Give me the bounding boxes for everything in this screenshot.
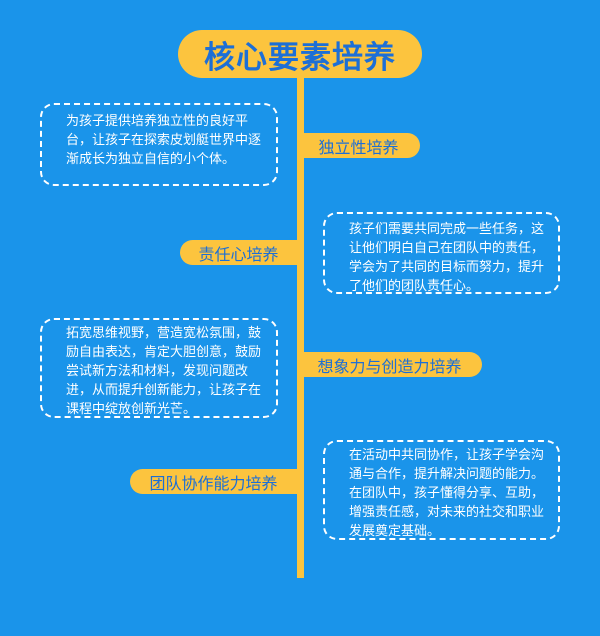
description-teamwork: 在活动中共同协作，让孩子学会沟通与合作，提升解决问题的能力。在团队中，孩子懂得分… [323, 440, 560, 540]
description-responsibility: 孩子们需要共同完成一些任务，这让他们明白自己在团队中的责任，学会为了共同的目标而… [323, 212, 560, 294]
description-independence: 为孩子提供培养独立性的良好平台，让孩子在探索皮划艇世界中逐渐成长为独立自信的小个… [40, 103, 278, 186]
timeline-axis [297, 70, 304, 578]
label-responsibility: 责任心培养 [180, 240, 297, 265]
description-creativity: 拓宽思维视野，营造宽松氛围，鼓励自由表达，肯定大胆创意，鼓励尝试新方法和材料，发… [40, 318, 278, 418]
label-teamwork: 团队协作能力培养 [130, 469, 297, 494]
label-creativity: 想象力与创造力培养 [297, 352, 482, 377]
page-title: 核心要素培养 [178, 30, 422, 78]
label-independence: 独立性培养 [297, 133, 420, 158]
